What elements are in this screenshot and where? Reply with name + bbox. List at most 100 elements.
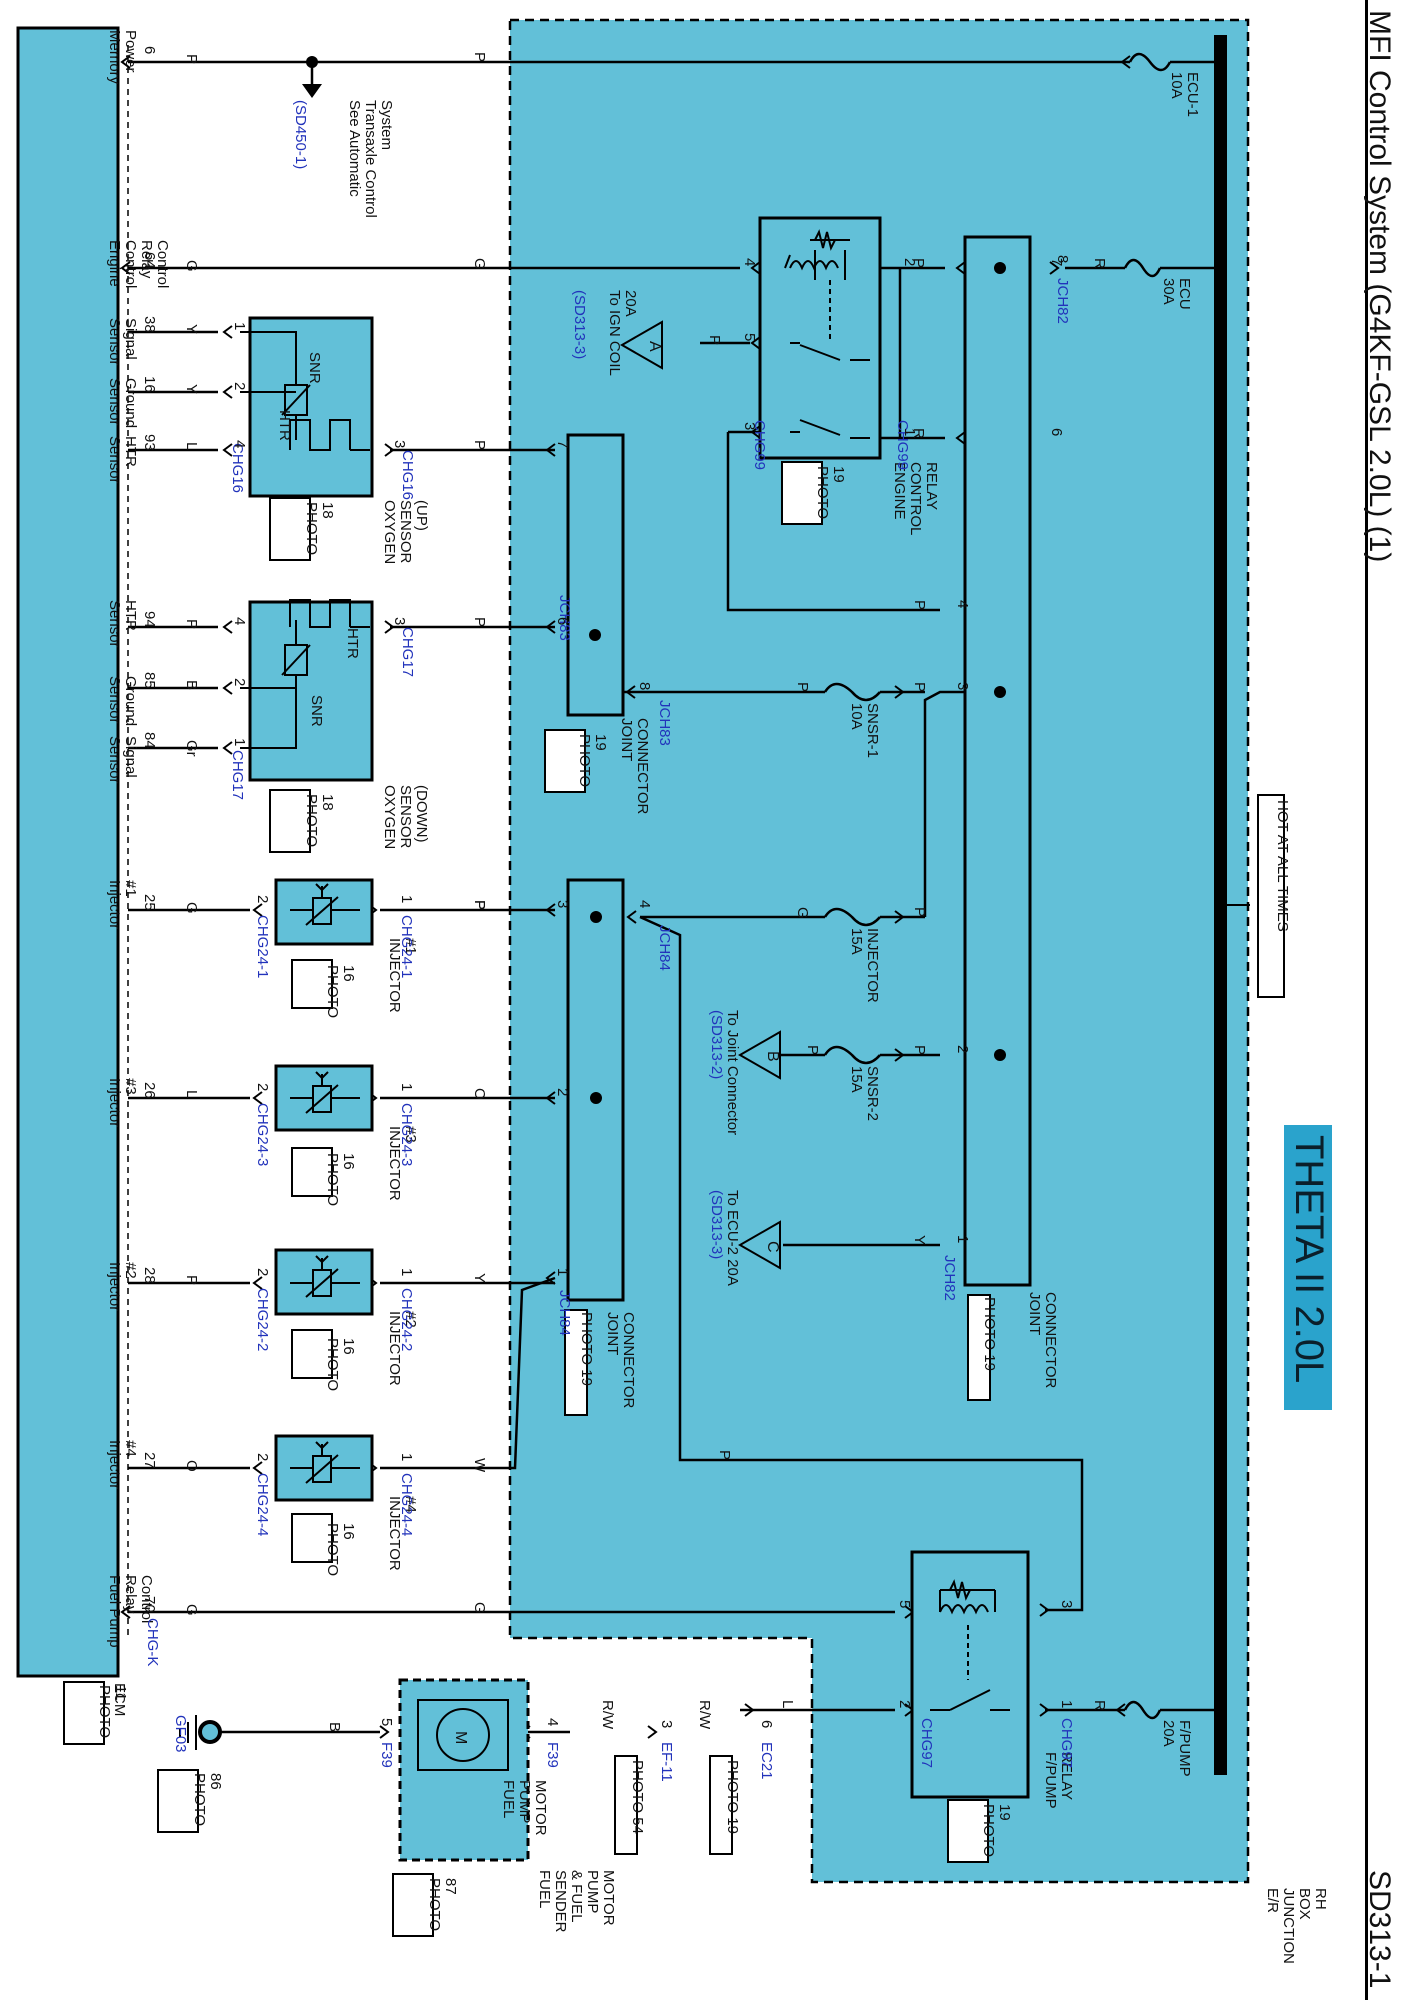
fpump-relay-label: F/PUMPRELAY (1042, 1752, 1075, 1809)
wire-color-label: Gr (183, 740, 200, 757)
fuel-sender-label: FUELSENDER& FUELPUMPMOTOR (536, 1870, 617, 1933)
photo-boxes (63, 461, 1285, 1937)
connector-label: F39 (544, 1742, 561, 1768)
injector-solenoids (290, 883, 360, 1484)
engine-badge-text: THETA II 2.0L (1287, 1135, 1331, 1384)
connector-label: CHG24-1 (254, 915, 271, 978)
injector-label: INJECTOR#4 (386, 1496, 419, 1571)
wire-color-label: Y (911, 1235, 928, 1245)
pin-number: 8 (1054, 255, 1071, 263)
ecm-pin-number: 85 (141, 672, 158, 689)
junction-dots (306, 56, 1006, 1104)
engine-control-relay-box (758, 216, 882, 460)
wire-color-label: P (471, 900, 488, 910)
ecm-pin-label: SensorSignal (106, 318, 139, 366)
injector-photo: PHOTO16 (324, 1153, 357, 1206)
pin-number: 1 (554, 1268, 571, 1276)
fuel-sender-photo: PHOTO87 (426, 1878, 459, 1931)
wire-color-label: L (183, 1090, 200, 1098)
pin-number: 3 (1058, 1600, 1075, 1608)
fuse-snsr2 (823, 1045, 881, 1065)
fuse-snsr1 (823, 682, 881, 702)
injector-photo: PHOTO16 (324, 1523, 357, 1576)
wire-color-label: R (910, 428, 927, 439)
connector-label: JCH83 (656, 700, 673, 746)
fuse-rating: 15A (848, 1066, 865, 1093)
pin-number: 4 (636, 900, 653, 908)
connector-label: CHG99 (894, 420, 911, 470)
connector-label: CHG24-4 (254, 1473, 271, 1536)
wire-color-label: P (471, 900, 488, 910)
hot-at-all-times: HOT AT ALL TIMES (1274, 800, 1291, 932)
engine-control-relay-photo: PHOTO19 (814, 466, 847, 519)
o2-sensor-down-photo: PHOTO18 (303, 794, 336, 847)
injector-label: INJECTOR#2 (386, 1311, 419, 1386)
fuse-name: F/PUMP (1176, 1720, 1193, 1777)
see-atc-text: See AutomaticTransaxle ControlSystem (346, 100, 395, 218)
injector-photo: PHOTO16 (324, 965, 357, 1018)
wire-color-label: W (471, 1458, 488, 1473)
ref-c-triangle (737, 1220, 781, 1270)
pin-number: 3 (554, 900, 571, 908)
connector-label: JCH83 (556, 595, 573, 641)
engine-badge: THETA II 2.0L (1284, 1125, 1332, 1410)
pin-number: 2 (896, 1700, 913, 1708)
htr-label: HTR (276, 410, 293, 441)
wire-color-label: L (183, 442, 200, 450)
wire-color-label: G (471, 258, 488, 270)
wire-color-label: G (183, 1604, 200, 1616)
wire-color-label: P (183, 619, 200, 629)
wire-color-label: P (471, 52, 488, 62)
fuse-rating: 10A (848, 703, 865, 730)
pin-number: 2 (901, 258, 918, 266)
wire-color-label: P (911, 682, 928, 692)
pin-number: 7 (1048, 258, 1065, 266)
ecm-pin-number: 27 (141, 1452, 158, 1469)
connector-label: CHG97 (918, 1718, 935, 1768)
ecm-pin-number: 84 (141, 732, 158, 749)
jch82-box (963, 235, 1032, 1287)
pin-number: 2 (231, 382, 248, 390)
wire-color-label: B (326, 1722, 343, 1732)
pin-number: 1 (1058, 1700, 1075, 1708)
pin-number: 3 (391, 617, 408, 625)
connector-label: JCH82 (1054, 278, 1071, 324)
pin-number: 6 (758, 1720, 775, 1728)
pin-number: 2 (254, 1083, 271, 1091)
see-atc-ref: (SD450-1) (292, 100, 309, 169)
diagram-code: SD313-1 (1363, 1870, 1396, 1989)
fuse-name: INJECTOR (864, 928, 881, 1003)
pin-number: 3 (741, 422, 758, 430)
connector-label: CHG24-1 (398, 915, 415, 978)
jch84-label: JOINTCONNECTOR (604, 1312, 637, 1409)
ecm-pin-label: SensorHTR (106, 600, 139, 648)
ecm-pin-label: Injector#1 (106, 880, 139, 929)
component-internals (179, 229, 1010, 1771)
jch82-photo: PHOTO 19 (981, 1297, 998, 1371)
ground-photo: PHOTO86 (191, 1773, 224, 1826)
wire-color-label: O (183, 1460, 200, 1472)
pin-number: 2 (254, 1268, 271, 1276)
jch83-photo: PHOTO19 (576, 734, 609, 787)
wire-color-label: P (706, 335, 723, 345)
wire-color-label: B (183, 680, 200, 690)
ecm-block (16, 26, 120, 1678)
ref-a-id: A (646, 341, 663, 352)
ecm-pin-number: 6 (141, 46, 158, 54)
snr-label: SNR (306, 352, 323, 384)
jch83-label: JOINTCONNECTOR (618, 718, 651, 815)
pin-number: 1 (398, 1083, 415, 1091)
connector-label: CHG24-3 (254, 1103, 271, 1166)
wire-color-label: P (910, 258, 927, 268)
connector-chevrons (120, 55, 1131, 1739)
ecm-pin-number: 28 (141, 1267, 158, 1284)
pin-number: 7 (554, 440, 571, 448)
pin-number: 1 (398, 1268, 415, 1276)
reference-triangles (619, 320, 781, 1270)
pin-number: 2 (254, 895, 271, 903)
injector-label: INJECTOR#1 (386, 938, 419, 1013)
wire-color-label: P (911, 1045, 928, 1055)
ecm-pin-label: Injector#4 (106, 1440, 139, 1489)
ecm-pin-number: 38 (141, 316, 158, 333)
